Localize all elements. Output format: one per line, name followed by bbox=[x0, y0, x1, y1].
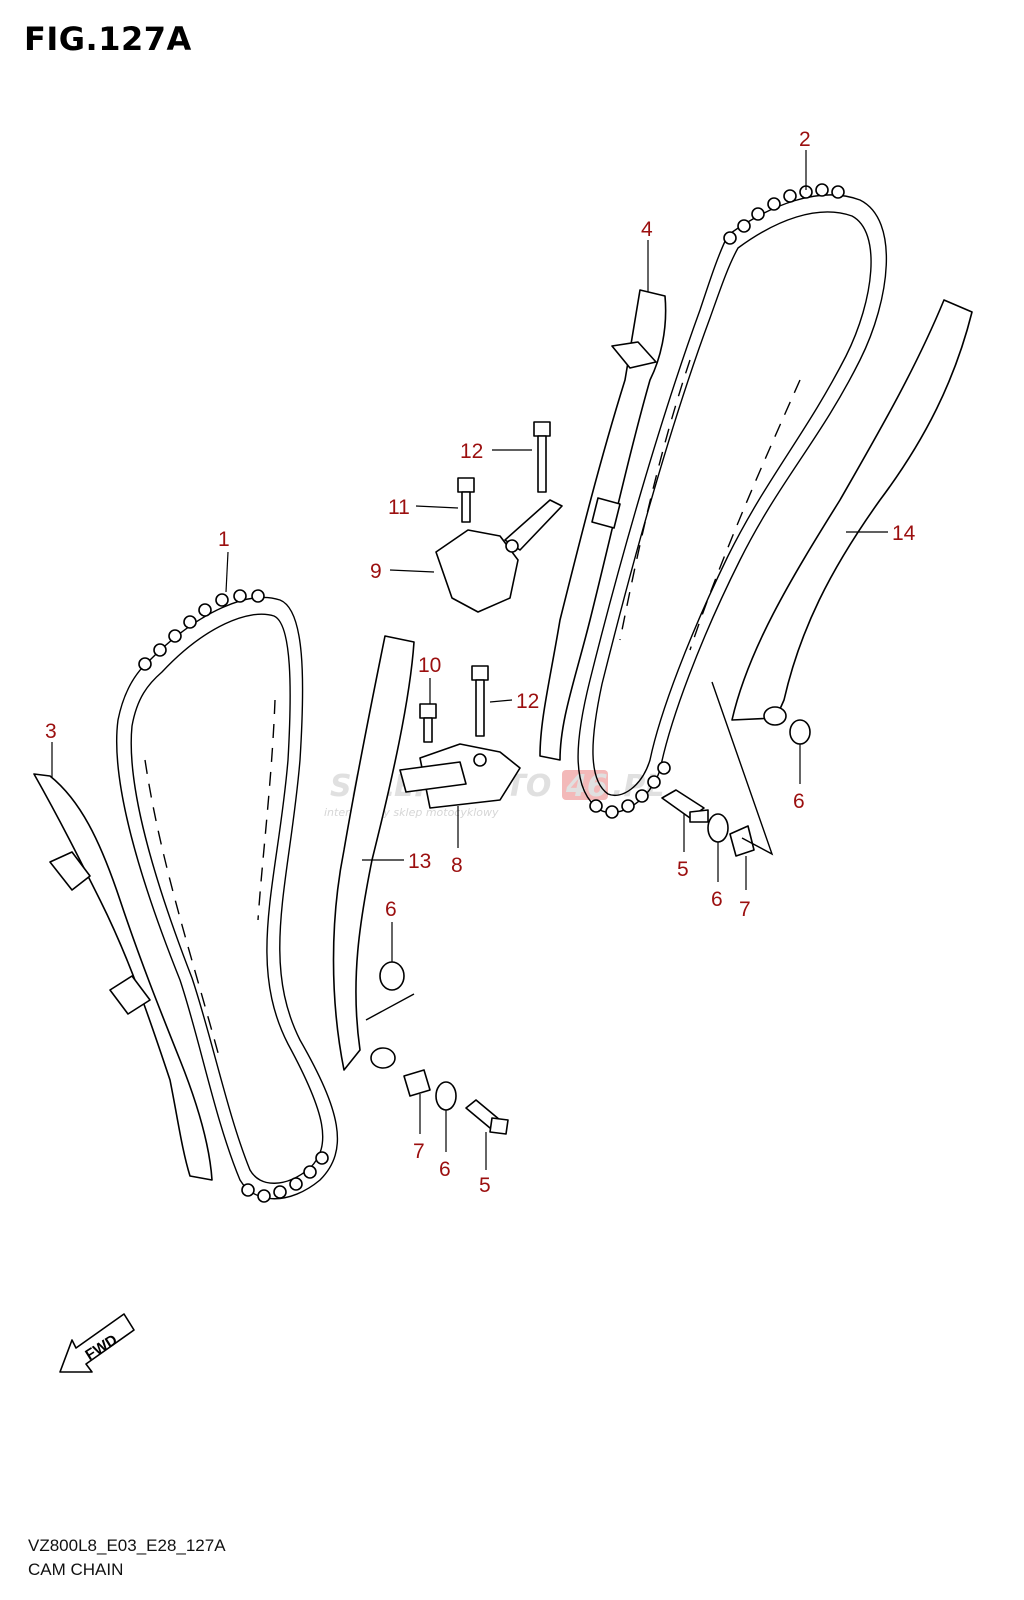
washer-6-left-upper bbox=[379, 961, 405, 991]
chain-links-top-left bbox=[138, 589, 265, 671]
washer-6-right-upper bbox=[789, 719, 811, 745]
callout-13: 13 bbox=[408, 850, 431, 873]
spacer-7-right bbox=[729, 825, 755, 857]
tensioner-body-upper bbox=[435, 499, 563, 613]
figure-title: FIG.127A bbox=[24, 20, 192, 58]
callout-14: 14 bbox=[892, 522, 916, 545]
callout-6-right-lower: 6 bbox=[711, 888, 723, 911]
callout-5-left: 5 bbox=[479, 1174, 491, 1197]
chain-links-bottom-right bbox=[589, 761, 671, 819]
chain-guide-left bbox=[33, 773, 213, 1181]
figure-caption: CAM CHAIN bbox=[28, 1560, 124, 1579]
chain-links-bottom-left bbox=[241, 1151, 329, 1203]
callout-7-left: 7 bbox=[413, 1140, 425, 1163]
callout-1: 1 bbox=[218, 528, 230, 551]
callout-2: 2 bbox=[799, 128, 811, 151]
callout-12-lower: 12 bbox=[516, 690, 539, 713]
tensioner-body-lower bbox=[399, 743, 521, 809]
figure-code: VZ800L8_E03_E28_127A bbox=[28, 1536, 226, 1555]
callout-9: 9 bbox=[370, 560, 382, 583]
callouts: 1 2 3 4 5 5 6 6 6 6 7 7 8 9 10 11 12 12 … bbox=[45, 128, 916, 1197]
washer-6-left-lower bbox=[435, 1081, 457, 1111]
chain-guide-middle bbox=[539, 289, 667, 761]
callout-11: 11 bbox=[388, 496, 410, 519]
washer-6-right-lower bbox=[707, 813, 729, 843]
leader-lines bbox=[51, 150, 888, 1170]
bolt-12-lower bbox=[471, 665, 489, 737]
callout-6-right-upper: 6 bbox=[793, 790, 805, 813]
bolt-5-right bbox=[661, 789, 709, 823]
callout-6-left-lower: 6 bbox=[439, 1158, 451, 1181]
tensioner-arm-right bbox=[731, 299, 973, 726]
bolt-10 bbox=[419, 703, 437, 743]
callout-8: 8 bbox=[451, 854, 463, 877]
bolt-11 bbox=[457, 477, 475, 523]
cam-chain-left bbox=[116, 589, 339, 1203]
bolt-12-upper bbox=[533, 421, 551, 493]
callout-4: 4 bbox=[641, 218, 653, 241]
callout-3: 3 bbox=[45, 720, 57, 743]
bolt-5-left bbox=[465, 1099, 509, 1135]
callout-10: 10 bbox=[418, 654, 441, 677]
callout-5-right: 5 bbox=[677, 858, 689, 881]
fwd-arrow-icon: FWD bbox=[59, 1313, 135, 1373]
callout-6-left-upper: 6 bbox=[385, 898, 397, 921]
cam-chain-right bbox=[577, 183, 887, 819]
spacer-7-left bbox=[403, 1069, 431, 1097]
callout-7-right: 7 bbox=[739, 898, 751, 921]
assembly-guides bbox=[365, 681, 774, 1021]
chain-links-top-right bbox=[723, 183, 845, 245]
callout-12-upper: 12 bbox=[460, 440, 483, 463]
tensioner-arm-left bbox=[332, 635, 415, 1071]
